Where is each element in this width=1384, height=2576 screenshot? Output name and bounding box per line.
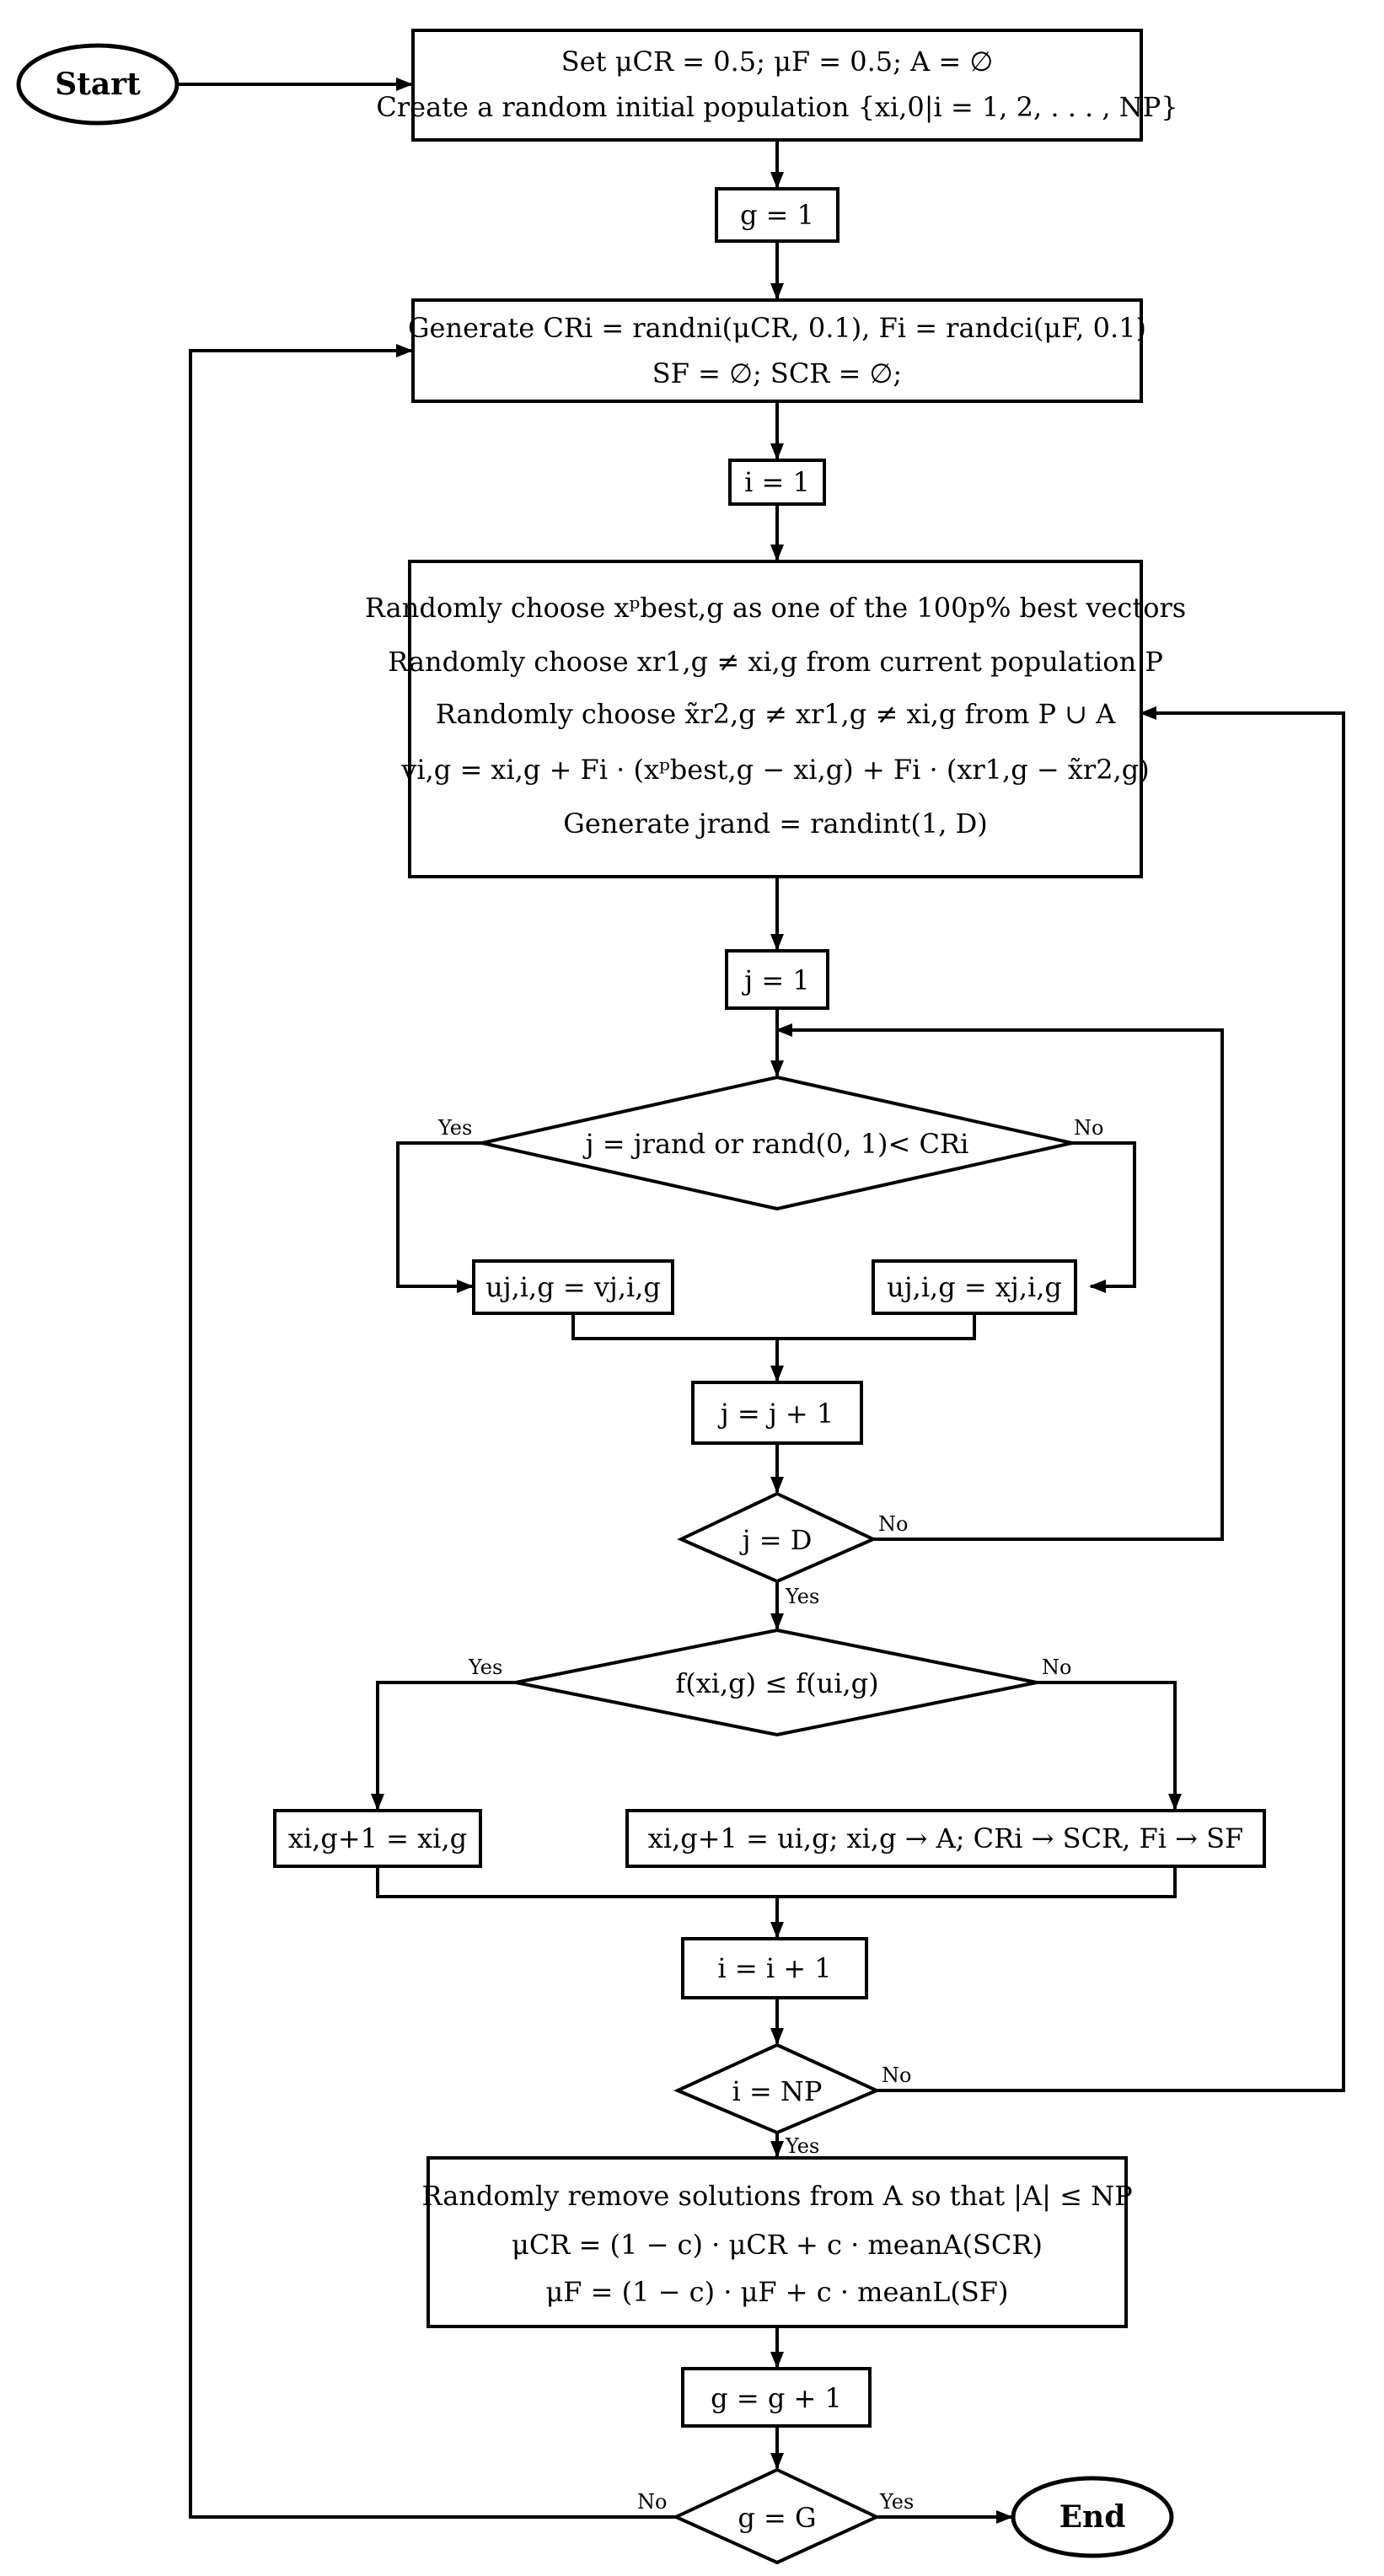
update-box: Randomly remove solutions from A so that…	[421, 2156, 1133, 2328]
init-line-1: Set μCR = 0.5; μF = 0.5; A = ∅	[561, 46, 993, 78]
selection-decision-label: f(xi,g) ≤ f(ui,g)	[675, 1667, 878, 1699]
i-check-no-label: No	[882, 2063, 911, 2087]
g-check-yes-label: Yes	[879, 2490, 914, 2514]
crossover-decision: j = jrand or rand(0, 1)< CRi	[481, 1075, 1073, 1211]
branch-labels: Yes No No Yes Yes No No Yes No Yes	[437, 1116, 1103, 2514]
mutation-line-2: Randomly choose xr1,g ≠ xi,g from curren…	[388, 646, 1163, 678]
i-check-decision: i = NP	[673, 2042, 881, 2135]
connectors	[177, 78, 1345, 2524]
end-label: End	[1059, 2499, 1126, 2535]
generate-line-2: SF = ∅; SCR = ∅;	[652, 357, 902, 389]
update-line-2: μCR = (1 − c) · μCR + c · meanA(SCR)	[512, 2229, 1043, 2261]
mutation-line-5: Generate jrand = randint(1, D)	[563, 808, 987, 840]
update-line-3: μF = (1 − c) · μF + c · meanL(SF)	[546, 2276, 1009, 2308]
mutation-line-3: Randomly choose x̃r2,g ≠ xr1,g ≠ xi,g fr…	[436, 698, 1116, 730]
take-u-label: xi,g+1 = ui,g; xi,g → A; CRi → SCR, Fi →…	[648, 1822, 1243, 1854]
g-check-label: g = G	[738, 2502, 816, 2534]
u-from-x-label: uj,i,g = xj,i,g	[887, 1271, 1062, 1303]
crossover-yes-label: Yes	[437, 1116, 472, 1140]
i-check-label: i = NP	[732, 2075, 823, 2107]
u-from-v-box: uj,i,g = vj,i,g	[472, 1259, 674, 1315]
j-check-yes-label: Yes	[785, 1585, 819, 1608]
j-increment-label: j = j + 1	[717, 1398, 834, 1430]
g-increment-box: g = g + 1	[681, 2367, 872, 2428]
update-line-1: Randomly remove solutions from A so that…	[421, 2180, 1132, 2212]
g-check-no-label: No	[637, 2490, 667, 2514]
i-init-label: i = 1	[744, 466, 810, 498]
i-increment-label: i = i + 1	[717, 1952, 831, 1984]
start-terminal: Start	[16, 43, 180, 126]
init-box: Set μCR = 0.5; μF = 0.5; A = ∅ Create a …	[376, 29, 1178, 142]
mutation-box: Randomly choose xᵖbest,g as one of the 1…	[365, 560, 1186, 878]
crossover-no-label: No	[1074, 1116, 1103, 1140]
mutation-line-4: vi,g = xi,g + Fi · (xᵖbest,g − xi,g) + F…	[400, 754, 1149, 786]
j-init-box: j = 1	[725, 949, 829, 1010]
generate-box: Generate CRi = randni(μCR, 0.1), Fi = ra…	[408, 298, 1146, 403]
j-init-label: j = 1	[741, 964, 809, 996]
mutation-line-1: Randomly choose xᵖbest,g as one of the 1…	[365, 592, 1186, 624]
g-init-label: g = 1	[740, 199, 814, 231]
i-init-box: i = 1	[728, 459, 826, 506]
j-check-decision: j = D	[677, 1491, 877, 1584]
i-increment-box: i = i + 1	[681, 1937, 868, 1999]
start-label: Start	[55, 67, 141, 102]
j-increment-box: j = j + 1	[691, 1381, 863, 1445]
g-check-decision: g = G	[672, 2467, 881, 2565]
j-check-label: j = D	[739, 1524, 813, 1556]
generate-line-1: Generate CRi = randni(μCR, 0.1), Fi = ra…	[408, 312, 1146, 344]
keep-x-box: xi,g+1 = xi,g	[273, 1809, 482, 1868]
crossover-decision-label: j = jrand or rand(0, 1)< CRi	[582, 1128, 969, 1160]
end-terminal: End	[1011, 2476, 1174, 2558]
g-increment-label: g = g + 1	[711, 2382, 842, 2414]
u-from-x-box: uj,i,g = xj,i,g	[872, 1259, 1077, 1315]
u-from-v-label: uj,i,g = vj,i,g	[485, 1271, 661, 1303]
selection-decision: f(xi,g) ≤ f(ui,g)	[515, 1628, 1038, 1737]
selection-yes-label: Yes	[468, 1656, 502, 1679]
keep-x-label: xi,g+1 = xi,g	[288, 1822, 467, 1854]
init-line-2: Create a random initial population {xi,0…	[376, 91, 1177, 123]
i-check-yes-label: Yes	[785, 2134, 819, 2158]
j-check-no-label: No	[878, 1512, 908, 1536]
g-init-box: g = 1	[715, 187, 840, 243]
take-u-box: xi,g+1 = ui,g; xi,g → A; CRi → SCR, Fi →…	[625, 1809, 1266, 1868]
selection-no-label: No	[1042, 1656, 1071, 1679]
